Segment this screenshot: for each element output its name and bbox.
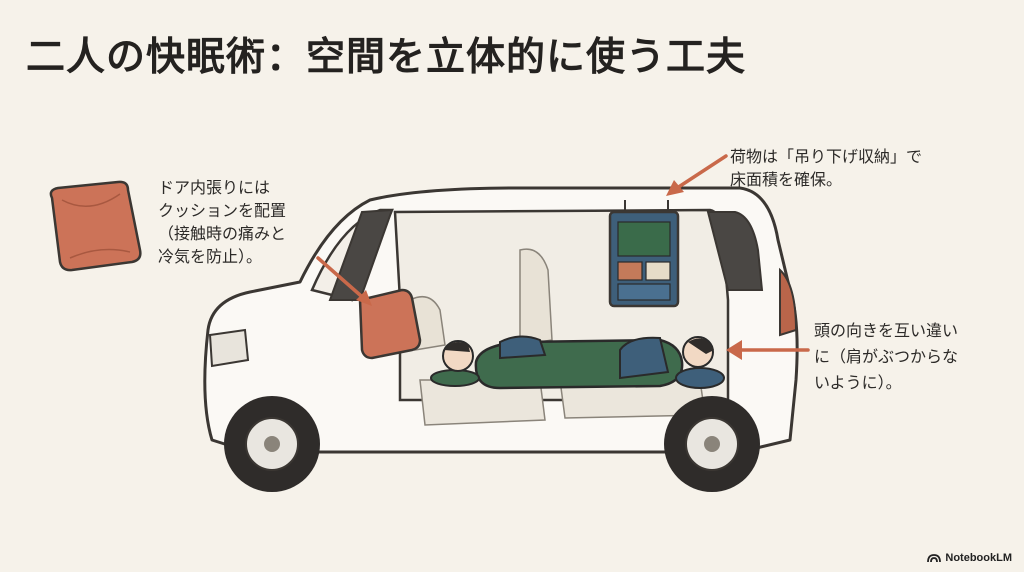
arrow-to-door-cushion xyxy=(316,256,372,306)
cushion-note: ドア内張りには クッションを配置 （接触時の痛みと 冷気を防止）。 xyxy=(158,178,287,266)
cushion-icon xyxy=(49,180,142,272)
brand-watermark: NotebookLM xyxy=(927,552,1012,564)
door-cushion-icon xyxy=(358,288,422,360)
person-left-icon xyxy=(430,335,547,387)
rear-wheel xyxy=(664,396,760,492)
arrow-to-storage xyxy=(666,154,728,196)
brand-name: NotebookLM xyxy=(945,552,1012,564)
hanging-storage-bag-icon xyxy=(608,200,680,308)
storage-note: 荷物は「吊り下げ収納」で 床面積を確保。 xyxy=(730,147,923,189)
person-right-icon xyxy=(619,336,725,389)
arrow-to-head xyxy=(726,340,810,360)
notebooklm-logo-icon xyxy=(927,554,942,563)
front-wheel xyxy=(224,396,320,492)
page-title: 二人の快眠術：空間を立体的に使う工夫 xyxy=(26,35,747,80)
head-orientation-note: 頭の向きを互い違い に（肩がぶつからな いように）。 xyxy=(814,321,959,392)
